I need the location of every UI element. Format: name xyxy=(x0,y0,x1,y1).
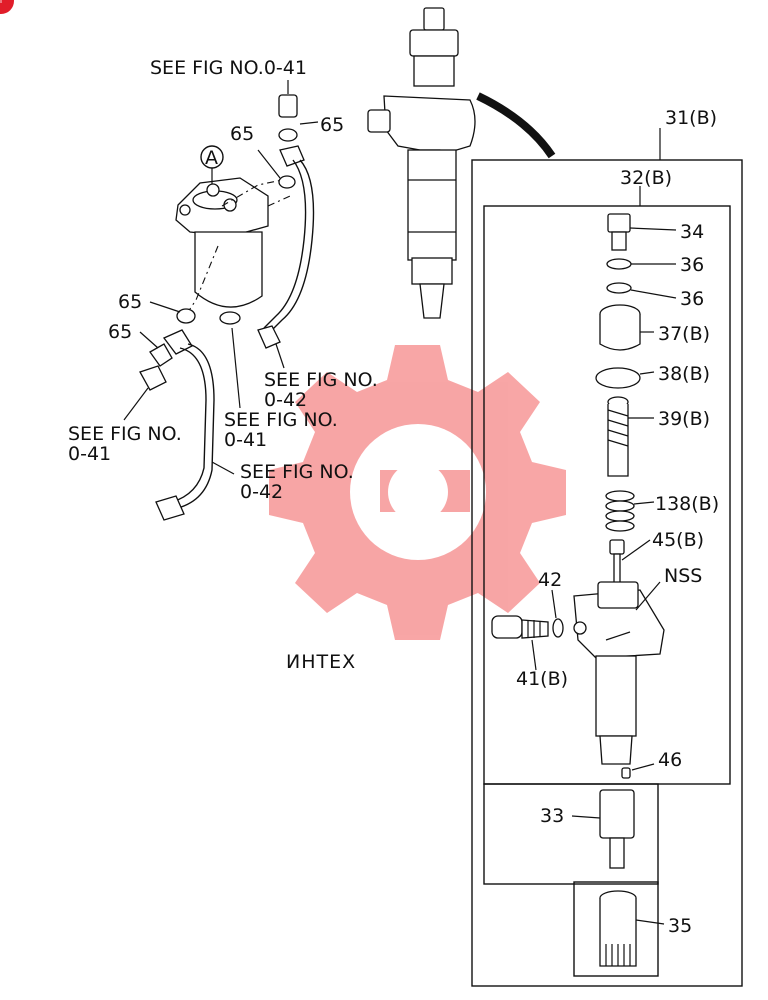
fuel-pipe-bottom xyxy=(155,308,215,521)
label-see-041-top: SEE FIG NO.0-41 xyxy=(150,57,307,79)
label-33: 33 xyxy=(540,805,564,827)
part-34-bolt xyxy=(607,213,677,251)
frame-35 xyxy=(573,881,659,977)
fuel-pipe-right xyxy=(269,159,315,333)
part-38-ring xyxy=(595,367,641,389)
label-see-041-left-2: 0-41 xyxy=(68,443,111,465)
label-see-041-left-1: SEE FIG NO. xyxy=(68,423,182,445)
banjo-bolt-left xyxy=(123,343,173,421)
part-39-rod xyxy=(607,396,654,477)
label-37: 37(B) xyxy=(658,323,710,345)
label-31: 31(B) xyxy=(665,107,717,129)
part-46-pin xyxy=(621,767,631,779)
label-36-b: 36 xyxy=(680,288,704,310)
part-45-pin xyxy=(609,539,651,587)
part-37-nut xyxy=(599,304,654,351)
frame-33 xyxy=(483,783,659,885)
fuel-filter-assembly: A xyxy=(175,145,291,325)
nss-injector-body xyxy=(573,581,665,765)
label-see-042-right-2: 0-42 xyxy=(264,389,307,411)
frame-31 xyxy=(471,159,743,987)
label-45: 45(B) xyxy=(652,529,704,551)
part-138-spring xyxy=(605,490,655,532)
part-33-nozzle xyxy=(571,789,635,869)
label-34: 34 xyxy=(680,221,704,243)
label-see-042-bottom-2: 0-42 xyxy=(240,481,283,503)
part-35-nut xyxy=(599,890,665,967)
label-41: 41(B) xyxy=(516,668,568,690)
label-see-042-right-1: SEE FIG NO. xyxy=(264,369,378,391)
label-nss: NSS xyxy=(664,565,702,587)
label-46: 46 xyxy=(658,749,682,771)
label-see-042-bottom-1: SEE FIG NO. xyxy=(240,461,354,483)
watermark-text: ИНТЕХ xyxy=(286,651,356,673)
part-41-connector xyxy=(491,615,549,671)
injector-assembly-top xyxy=(367,7,476,319)
part-36-washer-b xyxy=(606,282,632,294)
banjo-bolt-top xyxy=(278,80,305,189)
watermark-logo xyxy=(269,345,566,640)
curved-arrow xyxy=(476,92,556,159)
label-138: 138(B) xyxy=(655,493,719,515)
part-42-washer xyxy=(552,618,564,638)
label-65-b: 65 xyxy=(320,114,344,136)
part-36-washer-a xyxy=(606,258,632,270)
label-see-041-mid-2: 0-41 xyxy=(224,429,267,451)
label-65-c: 65 xyxy=(118,291,142,313)
label-39: 39(B) xyxy=(658,408,710,430)
label-65-d: 65 xyxy=(108,321,132,343)
label-42: 42 xyxy=(538,569,562,591)
label-36-a: 36 xyxy=(680,254,704,276)
label-65-a: 65 xyxy=(230,123,254,145)
label-35: 35 xyxy=(668,915,692,937)
label-see-041-mid-1: SEE FIG NO. xyxy=(224,409,338,431)
label-32: 32(B) xyxy=(620,167,672,189)
callout-a: A xyxy=(205,147,218,169)
label-38: 38(B) xyxy=(658,363,710,385)
